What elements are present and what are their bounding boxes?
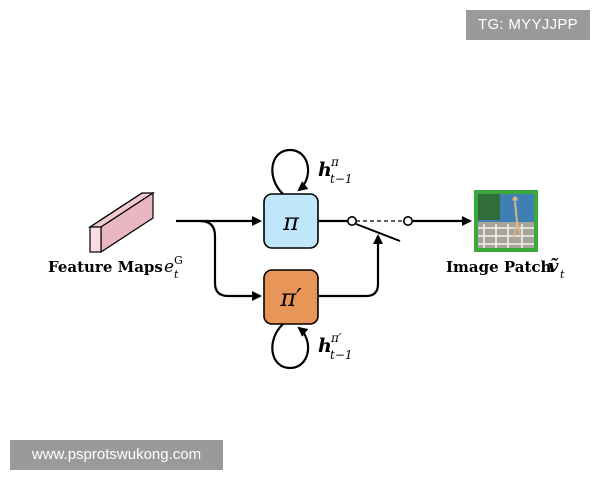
hidden-state-top-label: h π t−1 [318, 155, 353, 186]
watermark-top-right: TG: MYYJJPP [466, 10, 590, 40]
svg-text:t: t [174, 268, 179, 281]
policy-pi-recurrent-loop [271, 148, 310, 195]
svg-text:t−1: t−1 [330, 348, 353, 362]
svg-text:h: h [318, 335, 332, 357]
image-patch-label: Image Patch ṽ t [446, 256, 565, 281]
svg-text:π: π [330, 155, 340, 169]
svg-text:Feature Maps: Feature Maps [48, 258, 163, 276]
svg-text:t: t [560, 268, 565, 281]
svg-text:Image Patch: Image Patch [446, 258, 552, 276]
feature-maps-label: Feature Maps e G t [48, 254, 183, 281]
switch-contact-right [402, 216, 413, 227]
svg-text:ṽ: ṽ [548, 256, 559, 277]
svg-text:t−1: t−1 [330, 172, 353, 186]
hidden-state-bottom-label: h π′ t−1 [318, 331, 353, 362]
policy-pi-prime-recurrent-loop [271, 323, 310, 370]
switch-lines [318, 216, 472, 298]
svg-text:π′: π′ [330, 331, 342, 345]
switch-contact-left [346, 216, 357, 227]
feature-maps-cuboid [87, 191, 156, 254]
image-patch-thumbnail [474, 190, 538, 252]
watermark-bottom-left: www.psprotswukong.com [10, 440, 223, 470]
svg-text:e: e [164, 257, 174, 277]
svg-text:h: h [318, 159, 332, 181]
input-arrows [176, 216, 262, 301]
policy-pi-symbol: π [282, 208, 300, 236]
policy-pi-prime-symbol: π′ [279, 284, 302, 312]
svg-text:G: G [174, 254, 183, 267]
